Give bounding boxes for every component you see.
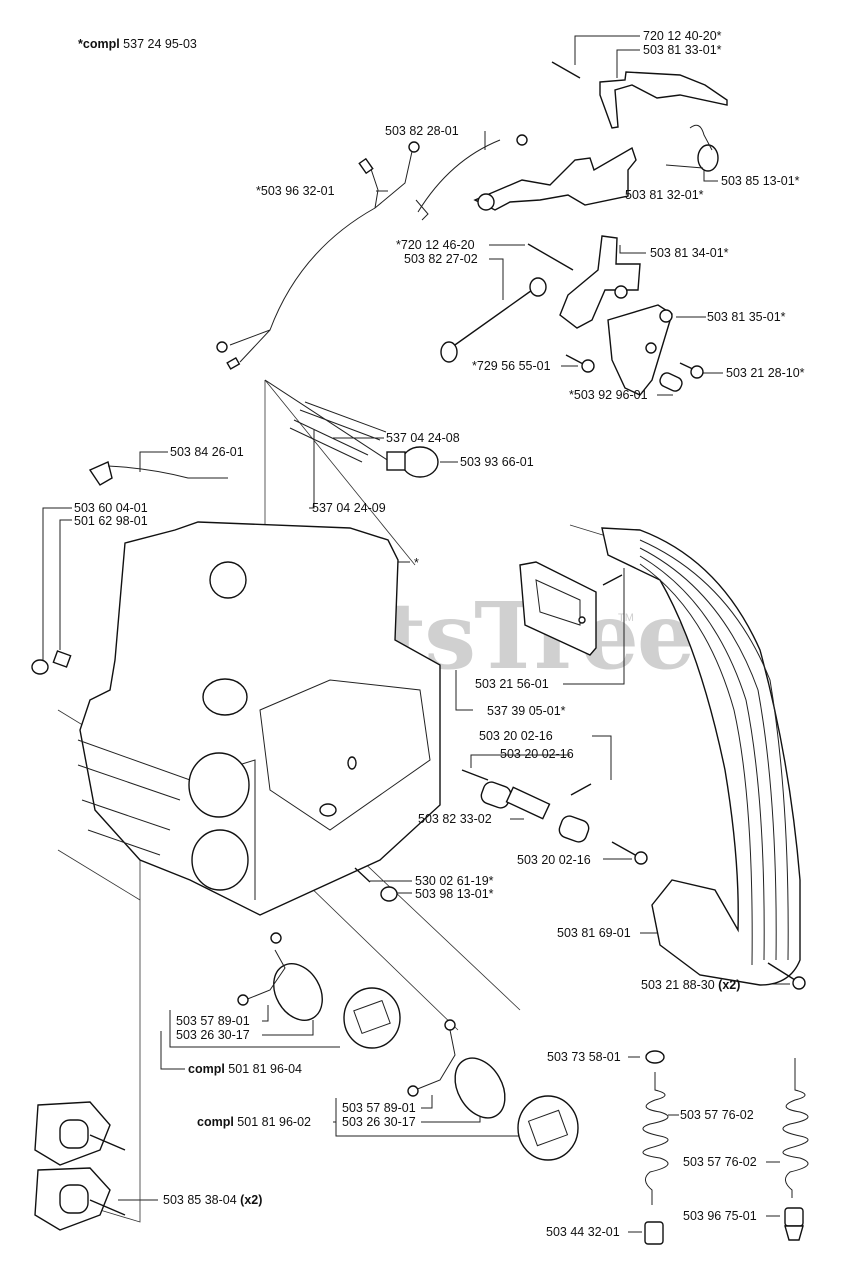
- part-label[interactable]: 503 82 27-02: [404, 252, 478, 266]
- part-label[interactable]: *720 12 46-20: [396, 238, 475, 252]
- part-label[interactable]: 503 84 26-01: [170, 445, 244, 459]
- part-label[interactable]: 503 20 02-16: [479, 729, 553, 743]
- part-fuel-filter-503-96-75-01: [784, 1207, 804, 1241]
- part-screw-729-56-55-01: [565, 354, 595, 373]
- part-label[interactable]: 503 21 56-01: [475, 677, 549, 691]
- part-label[interactable]: 503 98 13-01*: [415, 887, 494, 901]
- part-label[interactable]: 503 81 32-01*: [625, 188, 704, 202]
- part-label[interactable]: 501 62 98-01: [74, 514, 148, 528]
- part-label[interactable]: 503 73 58-01: [547, 1050, 621, 1064]
- quantity-badge: (x2): [240, 1193, 263, 1207]
- part-label[interactable]: *503 92 96-01: [569, 388, 648, 402]
- part-fuel-filter-503-44-32-01: [644, 1221, 664, 1245]
- part-label[interactable]: 503 81 34-01*: [650, 246, 729, 260]
- part-label[interactable]: 503 20 02-16: [500, 747, 574, 761]
- part-label[interactable]: 503 60 04-01: [74, 501, 148, 515]
- part-label[interactable]: compl 501 81 96-02: [197, 1115, 311, 1129]
- part-fuel-cap-501-81-96-02: [407, 1019, 579, 1161]
- part-label[interactable]: 503 21 88-30 (x2): [641, 978, 740, 992]
- part-label[interactable]: 503 82 28-01: [385, 124, 459, 138]
- part-number: 503 21 88-30: [641, 978, 715, 992]
- part-label[interactable]: 503 81 69-01: [557, 926, 631, 940]
- part-throttle-trigger-503-81-32-01: [473, 146, 637, 211]
- part-label[interactable]: 503 85 38-04 (x2): [163, 1193, 262, 1207]
- part-label[interactable]: 503 57 76-02: [683, 1155, 757, 1169]
- part-primer-bulb-503-93-66-01: [386, 446, 439, 478]
- part-label[interactable]: 503 85 13-01*: [721, 174, 800, 188]
- part-label[interactable]: 720 12 40-20*: [643, 29, 722, 43]
- part-label[interactable]: *729 56 55-01: [472, 359, 551, 373]
- part-fuel-hoses-537-04-24: [264, 379, 396, 466]
- part-screw-503-21-28-10: [679, 362, 704, 379]
- part-pin-720-12-46-20: [527, 243, 574, 271]
- part-number: 501 81 96-02: [237, 1115, 311, 1129]
- part-sleeve-501-62-98-01: [52, 650, 72, 668]
- part-label[interactable]: 530 02 61-19*: [415, 874, 494, 888]
- part-number: 503 85 38-04: [163, 1193, 237, 1207]
- part-label[interactable]: 503 81 35-01*: [707, 310, 786, 324]
- part-choke-lever-503-81-34-01: [559, 235, 641, 329]
- part-throttle-lockout-503-81-33-01: [599, 71, 728, 129]
- part-vibration-damper-503-82-33-02: [461, 769, 648, 865]
- part-label[interactable]: 503 57 89-01: [176, 1014, 250, 1028]
- assembly-title-number: 537 24 95-03: [123, 37, 197, 51]
- part-label[interactable]: 537 39 05-01*: [487, 704, 566, 718]
- part-label[interactable]: 537 04 24-08: [386, 431, 460, 445]
- part-label[interactable]: 503 26 30-17: [342, 1115, 416, 1129]
- part-cable-503-84-26-01: [88, 461, 228, 486]
- part-wiring-harness-503-96-32-01: [216, 141, 420, 370]
- part-air-filter-503-21-56-01: [519, 561, 623, 656]
- part-av-springs-503-85-38-04: [34, 1101, 126, 1231]
- leader-lines: [42, 35, 790, 1233]
- part-rubber-503-60-04-01: [31, 659, 49, 675]
- assembly-title: *compl 537 24 95-03: [78, 37, 197, 51]
- compl-prefix: compl: [188, 1062, 225, 1076]
- part-label[interactable]: 503 93 66-01: [460, 455, 534, 469]
- part-number: 501 81 96-04: [228, 1062, 302, 1076]
- part-label[interactable]: 537 04 24-09: [312, 501, 386, 515]
- part-spring-503-92-96-01: [659, 372, 683, 392]
- part-label[interactable]: 503 44 32-01: [546, 1225, 620, 1239]
- part-label[interactable]: *503 96 32-01: [256, 184, 335, 198]
- part-screw-503-21-88-30: [767, 962, 806, 990]
- part-fuel-hose-coil-right-503-57-76-02: [782, 1058, 809, 1198]
- part-spring-503-85-13-01: [665, 124, 719, 172]
- part-label[interactable]: 503 81 33-01*: [643, 43, 722, 57]
- part-label[interactable]: *: [414, 556, 419, 570]
- part-label[interactable]: compl 501 81 96-04: [188, 1062, 302, 1076]
- part-fuel-cap-501-81-96-04: [237, 932, 401, 1049]
- part-rod-503-82-27-02: [440, 277, 547, 363]
- part-grommet-503-73-58-01: [645, 1050, 665, 1064]
- compl-prefix: compl: [197, 1115, 234, 1129]
- quantity-badge: (x2): [718, 978, 741, 992]
- part-bracket-503-81-35-01: [607, 304, 673, 396]
- part-front-handle-503-81-69-01: [601, 527, 801, 986]
- part-throttle-cable-503-82-28-01: [415, 134, 528, 221]
- part-fuel-hose-coil-left-503-57-76-02: [642, 1072, 669, 1205]
- part-crankcase-fuel-tank: [77, 521, 441, 916]
- part-pin-720-12-40-20: [551, 61, 581, 79]
- part-label[interactable]: 503 57 89-01: [342, 1101, 416, 1115]
- part-label[interactable]: 503 57 76-02: [680, 1108, 754, 1122]
- part-screw-530-02-61-19: [354, 867, 371, 883]
- part-label[interactable]: 503 26 30-17: [176, 1028, 250, 1042]
- assembly-title-prefix: *compl: [78, 37, 120, 51]
- part-label[interactable]: 503 20 02-16: [517, 853, 591, 867]
- part-label[interactable]: 503 82 33-02: [418, 812, 492, 826]
- part-plug-503-98-13-01: [380, 886, 398, 902]
- watermark-trademark: TM: [618, 612, 634, 624]
- part-label[interactable]: 503 96 75-01: [683, 1209, 757, 1223]
- part-label[interactable]: 503 21 28-10*: [726, 366, 805, 380]
